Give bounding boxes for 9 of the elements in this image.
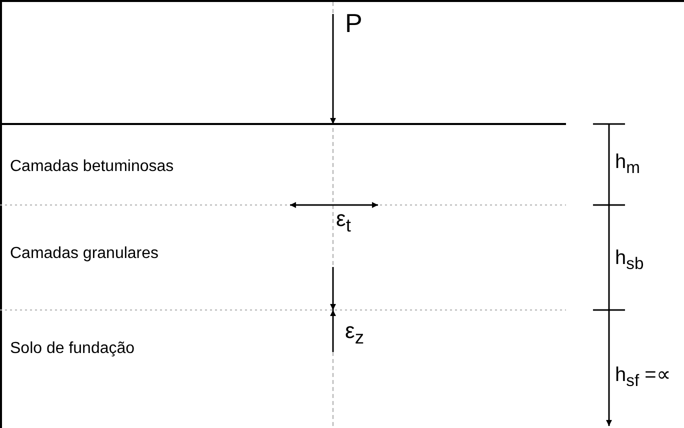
strain-label: ε$_{t}$	[336, 208, 351, 235]
layer-label: Solo de fundação	[10, 341, 135, 357]
thickness-label: h$_{m}$	[615, 152, 640, 177]
strain-label: ε$_{z}$	[345, 320, 364, 347]
load-label: P	[345, 10, 362, 36]
layer-label: Camadas granulares	[10, 246, 159, 262]
thickness-label: h$_{sf}$ =∝	[615, 365, 670, 390]
layer-label: Camadas betuminosas	[10, 159, 174, 175]
thickness-label: h$_{sb}$	[615, 248, 644, 273]
